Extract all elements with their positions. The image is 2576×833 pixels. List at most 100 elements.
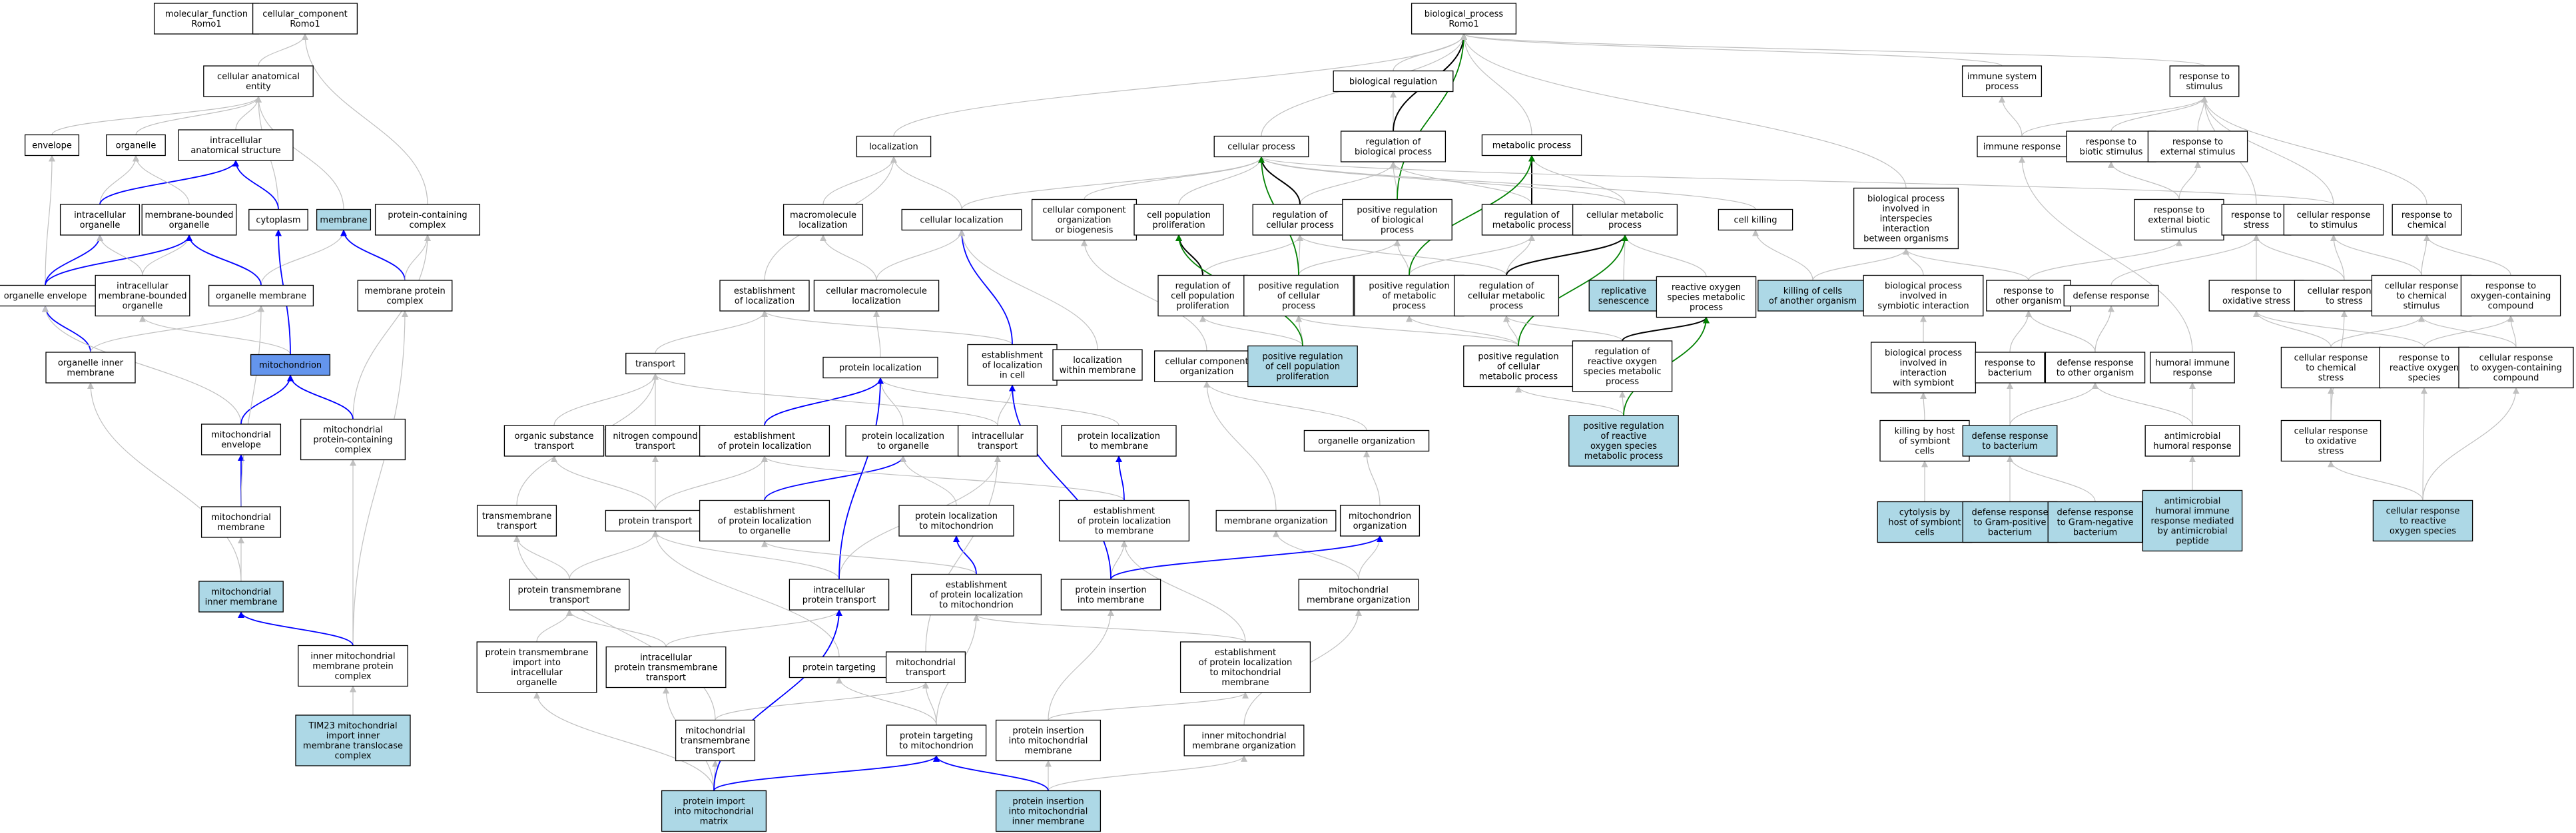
- go-term-node[interactable]: organelle envelope: [0, 284, 99, 307]
- go-term-node[interactable]: membrane: [316, 208, 372, 231]
- go-term-node[interactable]: membrane organization: [1215, 509, 1337, 532]
- go-term-node[interactable]: defense response: [2063, 284, 2159, 307]
- go-term-node[interactable]: organelle organization: [1303, 429, 1430, 452]
- go-term-node[interactable]: cytoplasm: [248, 208, 308, 231]
- go-term-node[interactable]: metabolic process: [1481, 134, 1582, 156]
- go-term-node[interactable]: transport: [625, 352, 685, 375]
- go-term-node[interactable]: localization: [856, 135, 932, 158]
- go-term-node[interactable]: organelle membrane: [208, 284, 314, 307]
- go-term-node[interactable]: mitochondrion: [250, 354, 331, 376]
- go-term-node[interactable]: biological regulation: [1333, 70, 1454, 93]
- go-term-node[interactable]: cell killing: [1718, 208, 1793, 231]
- go-term-node[interactable]: protein localization: [822, 356, 938, 379]
- go-term-node[interactable]: protein transport: [605, 509, 706, 532]
- go-term-node[interactable]: immune response: [1977, 135, 2067, 158]
- go-term-node[interactable]: cellular process: [1213, 135, 1309, 158]
